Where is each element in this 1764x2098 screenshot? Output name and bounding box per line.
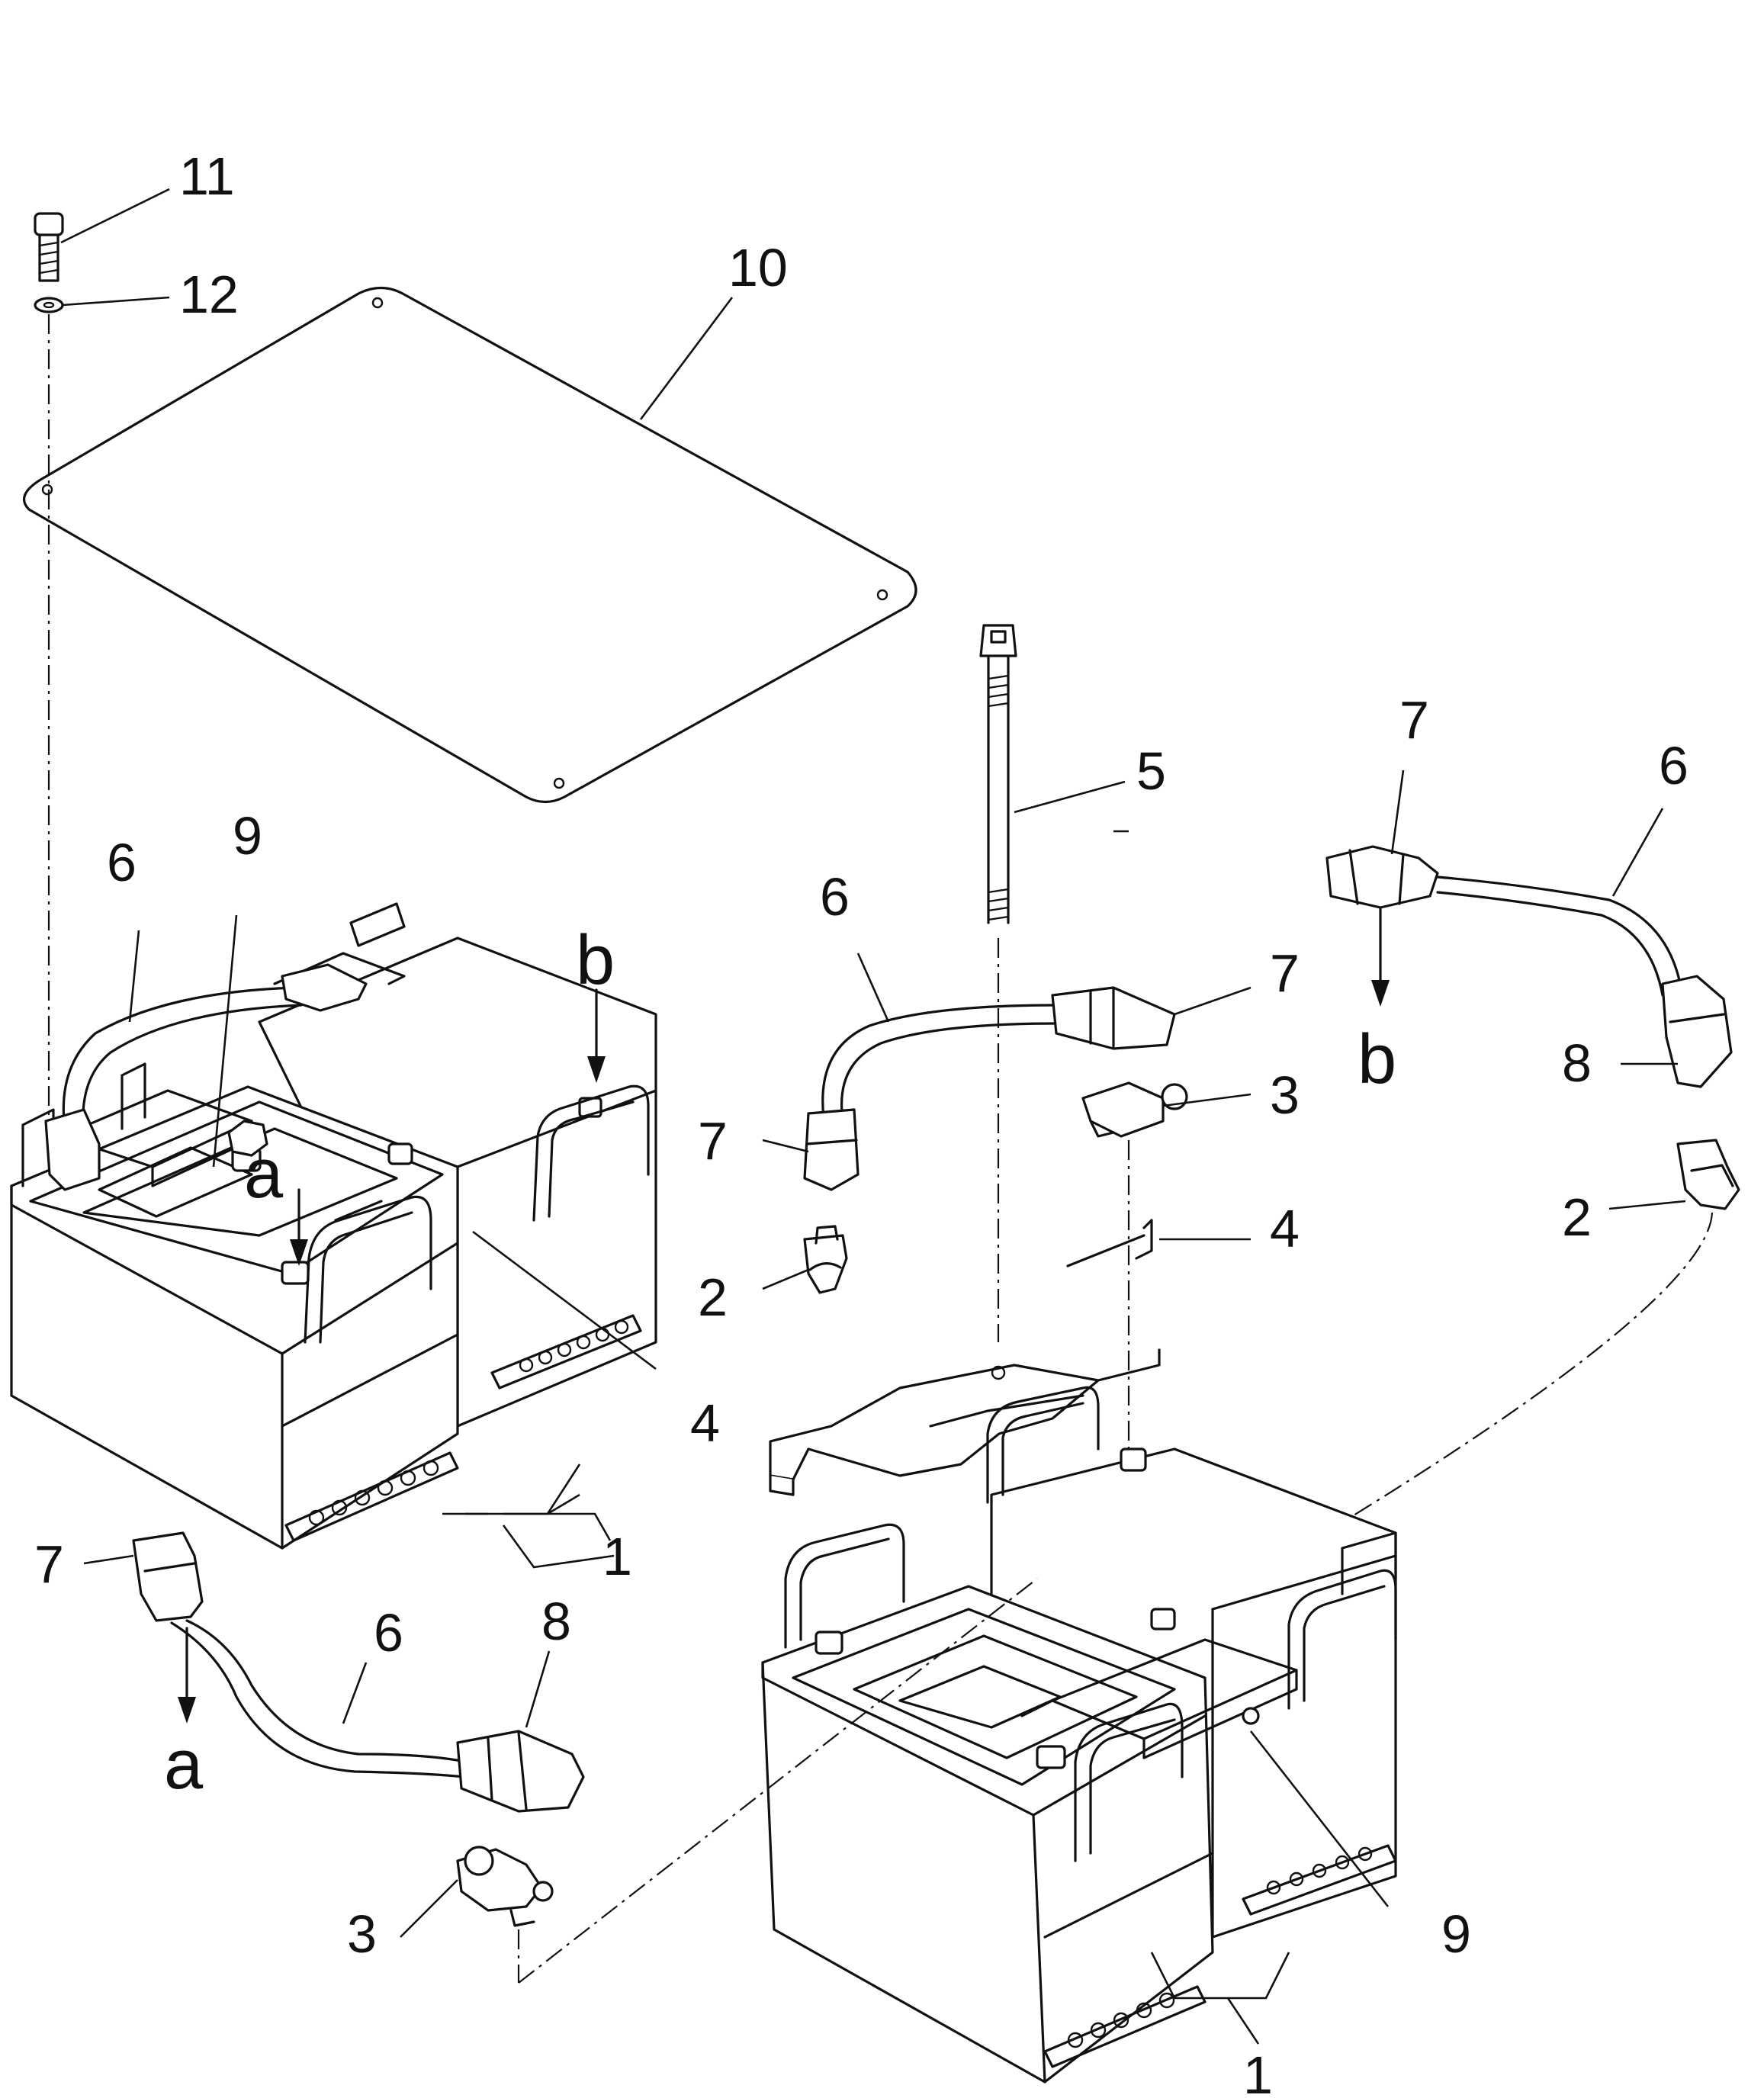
right-cap-centerline	[1348, 1212, 1714, 1556]
bolt	[34, 212, 64, 282]
view-ref-a-lower: a	[164, 1726, 204, 1804]
terminal-cap-right	[1676, 1139, 1740, 1210]
lower-clamp-centerline	[517, 1578, 1038, 1984]
left-battery-front	[10, 1085, 459, 1550]
cable-center	[803, 986, 1176, 1191]
callout-7-top-right: 7	[1399, 690, 1429, 750]
arrow-a-upper	[290, 1188, 308, 1266]
callout-12: 12	[179, 265, 239, 324]
callout-1-right: 1	[1243, 2045, 1273, 2098]
callout-8-right: 8	[1562, 1033, 1592, 1093]
arrow-b-lower	[1371, 906, 1390, 1007]
leader-lines	[60, 188, 1686, 2045]
terminal-clamp-lower-left	[456, 1846, 554, 1927]
callout-2-center: 2	[698, 1267, 728, 1327]
tie-rod	[979, 624, 1017, 924]
view-ref-a-upper: a	[244, 1135, 284, 1213]
callout-1-left: 1	[602, 1527, 632, 1586]
callout-9-right: 9	[1441, 1904, 1471, 1964]
callout-3-lower-left: 3	[347, 1904, 377, 1964]
callout-5: 5	[1136, 741, 1166, 801]
callout-6-center: 6	[820, 867, 850, 927]
cable-lower-left	[132, 1531, 585, 1813]
callout-8-lower-left: 8	[541, 1592, 571, 1651]
cable-right	[1325, 845, 1733, 1088]
arrow-a-lower	[178, 1627, 196, 1724]
callout-9-left: 9	[233, 806, 262, 866]
left-battery-handles	[21, 1062, 650, 1344]
callout-4-left: 4	[690, 1393, 720, 1453]
cover-plate	[22, 286, 917, 804]
callout-11: 11	[179, 146, 235, 206]
left-cable-jumper	[44, 963, 368, 1191]
arrow-b-upper	[587, 988, 606, 1083]
hold-down-bracket-center	[769, 1219, 1161, 1496]
terminal-cap-center	[803, 1225, 848, 1294]
callout-4-center: 4	[1270, 1199, 1300, 1258]
right-battery-handles	[784, 1386, 1397, 1862]
right-battery-terminals	[815, 1447, 1176, 1769]
callout-7-center-left: 7	[698, 1111, 728, 1171]
callout-3-center: 3	[1270, 1065, 1300, 1125]
right-hold-down-bracket	[1020, 1638, 1298, 1759]
view-ref-b-lower: b	[1358, 1020, 1396, 1098]
callout-7-lower-left: 7	[34, 1534, 64, 1594]
terminal-clamp-center	[1081, 1081, 1188, 1138]
callout-2-right: 2	[1562, 1187, 1592, 1247]
washer	[34, 297, 64, 313]
callout-6-lower-left: 6	[374, 1603, 403, 1663]
view-ref-b-upper: b	[576, 921, 615, 999]
right-battery-front	[761, 1585, 1214, 2084]
callout-6-top-right: 6	[1659, 736, 1688, 795]
callout-10: 10	[728, 238, 788, 297]
callout-7-center: 7	[1270, 943, 1300, 1003]
callout-6-left: 6	[107, 833, 137, 892]
left-terminal-nut	[227, 1120, 268, 1157]
